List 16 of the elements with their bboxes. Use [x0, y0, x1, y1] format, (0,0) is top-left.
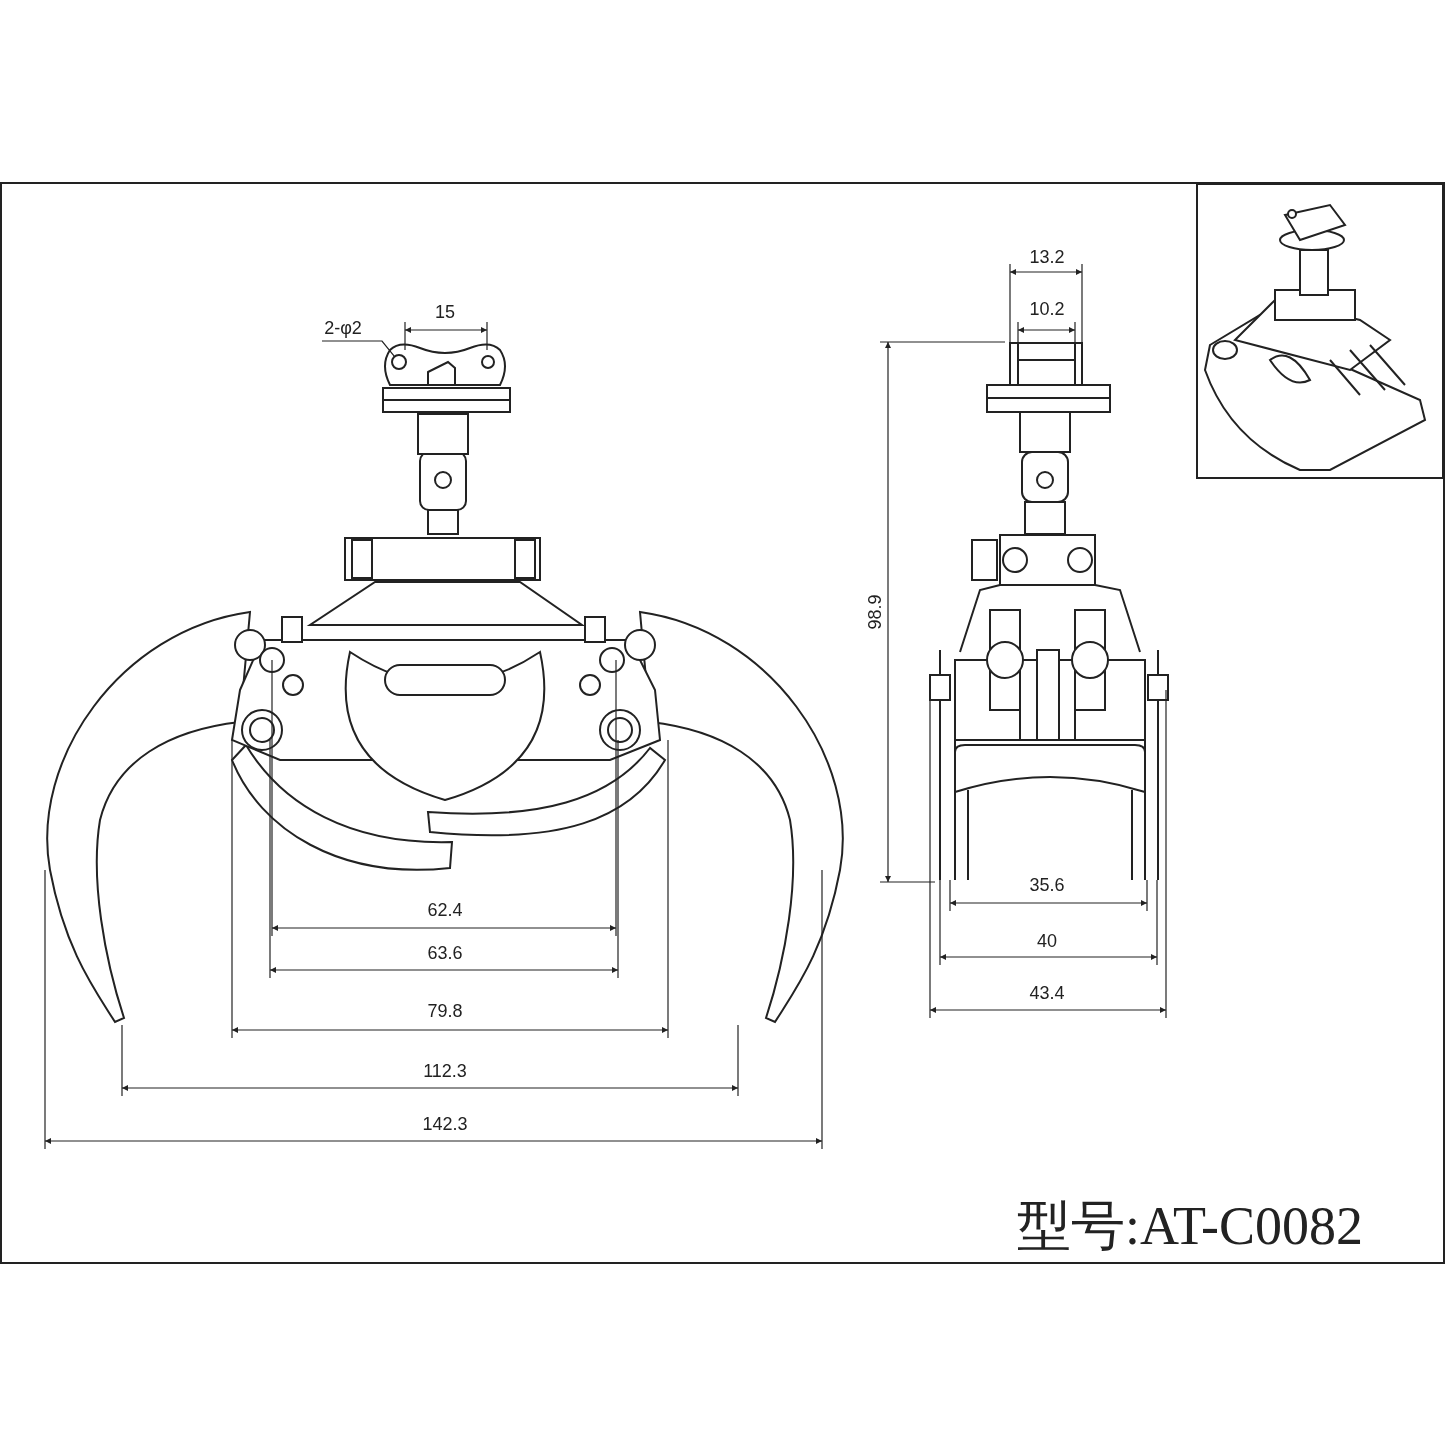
dimension-value: 40	[1037, 932, 1057, 950]
dimension-value: 43.4	[1029, 984, 1065, 1002]
leader-line	[321, 340, 396, 358]
callout-text: 2-φ2	[324, 319, 362, 337]
dimension-value: 62.4	[427, 901, 463, 919]
dimension-value: 13.2	[1029, 248, 1065, 266]
dimension-value: 79.8	[427, 1002, 463, 1020]
dimension-value: 35.6	[1029, 876, 1065, 894]
dimension-value: 63.6	[427, 944, 463, 962]
dimension-value: 15	[435, 303, 455, 321]
dimension-value: 98.9	[866, 594, 884, 630]
mounting-hole	[391, 354, 407, 370]
dimension-value: 142.3	[422, 1115, 468, 1133]
dimension-value: 112.3	[423, 1062, 467, 1080]
dimension-value: 10.2	[1029, 300, 1065, 318]
model-number: 型号:AT-C0082	[1017, 1199, 1363, 1253]
